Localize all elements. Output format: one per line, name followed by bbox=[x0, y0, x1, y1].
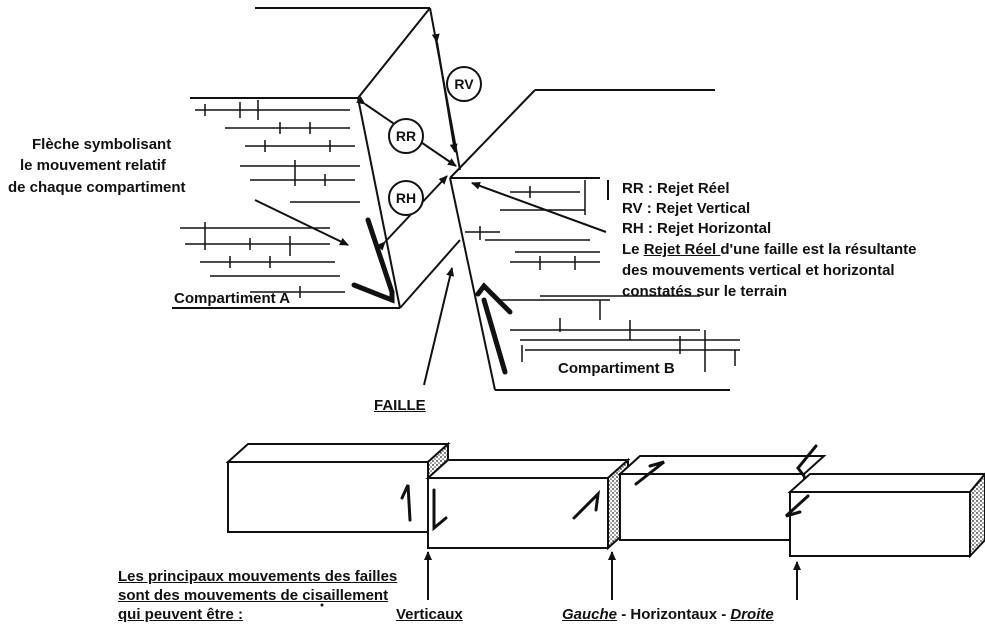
definition-term: Rejet Réel bbox=[644, 241, 721, 258]
definition-line-1: Le Rejet Réel d'une faille est la résult… bbox=[622, 241, 917, 258]
pointer-arrow-faille bbox=[424, 268, 452, 385]
horizontal-labels: Gauche - Horizontaux - Droite bbox=[562, 606, 774, 623]
compartment-b-label: Compartiment B bbox=[558, 360, 675, 377]
compartment-a-label: Compartiment A bbox=[174, 290, 290, 307]
bottom-pointers bbox=[428, 552, 797, 600]
legend-rh: RH : Rejet Horizontal bbox=[622, 220, 771, 237]
gauche-label: Gauche bbox=[562, 606, 617, 623]
pointer-arrow-legend bbox=[472, 183, 606, 232]
verticaux-label: Verticaux bbox=[396, 606, 463, 623]
pointer-arrow-caption bbox=[255, 200, 348, 245]
faille-label: FAILLE bbox=[374, 397, 426, 414]
definition-line-2: des mouvements vertical et horizontal bbox=[622, 262, 895, 279]
horizontaux-label: Horizontaux bbox=[630, 606, 717, 623]
rv-label: RV bbox=[446, 66, 482, 102]
lower-caption-line-2: sont des mouvements de cisaillement bbox=[118, 587, 388, 604]
lower-caption-line-1: Les principaux mouvements des failles bbox=[118, 568, 397, 585]
definition-line-3: constatés sur le terrain bbox=[622, 283, 787, 300]
arrow-caption-line-3: de chaque compartiment bbox=[8, 179, 186, 196]
rh-label: RH bbox=[388, 180, 424, 216]
block-1 bbox=[228, 444, 448, 532]
block-4 bbox=[790, 474, 985, 556]
rr-label: RR bbox=[388, 118, 424, 154]
strata-compartment-a bbox=[180, 100, 360, 298]
arrow-caption-line-1: Flèche symbolisant bbox=[32, 136, 171, 153]
definition-prefix: Le bbox=[622, 241, 644, 258]
lower-block-diagram bbox=[228, 444, 985, 556]
compartment-a-block bbox=[172, 8, 460, 308]
arrow-caption-line-2: le mouvement relatif bbox=[20, 157, 166, 174]
lower-caption-line-3: qui peuvent être : bbox=[118, 606, 243, 623]
upper-block-diagram bbox=[172, 8, 740, 390]
separator-1: - bbox=[617, 606, 630, 623]
definition-rest: d'une faille est la résultante bbox=[720, 241, 916, 258]
separator-2: - bbox=[717, 606, 730, 623]
legend-rv: RV : Rejet Vertical bbox=[622, 200, 750, 217]
droite-label: Droite bbox=[730, 606, 773, 623]
legend-rr: RR : Rejet Réel bbox=[622, 180, 730, 197]
